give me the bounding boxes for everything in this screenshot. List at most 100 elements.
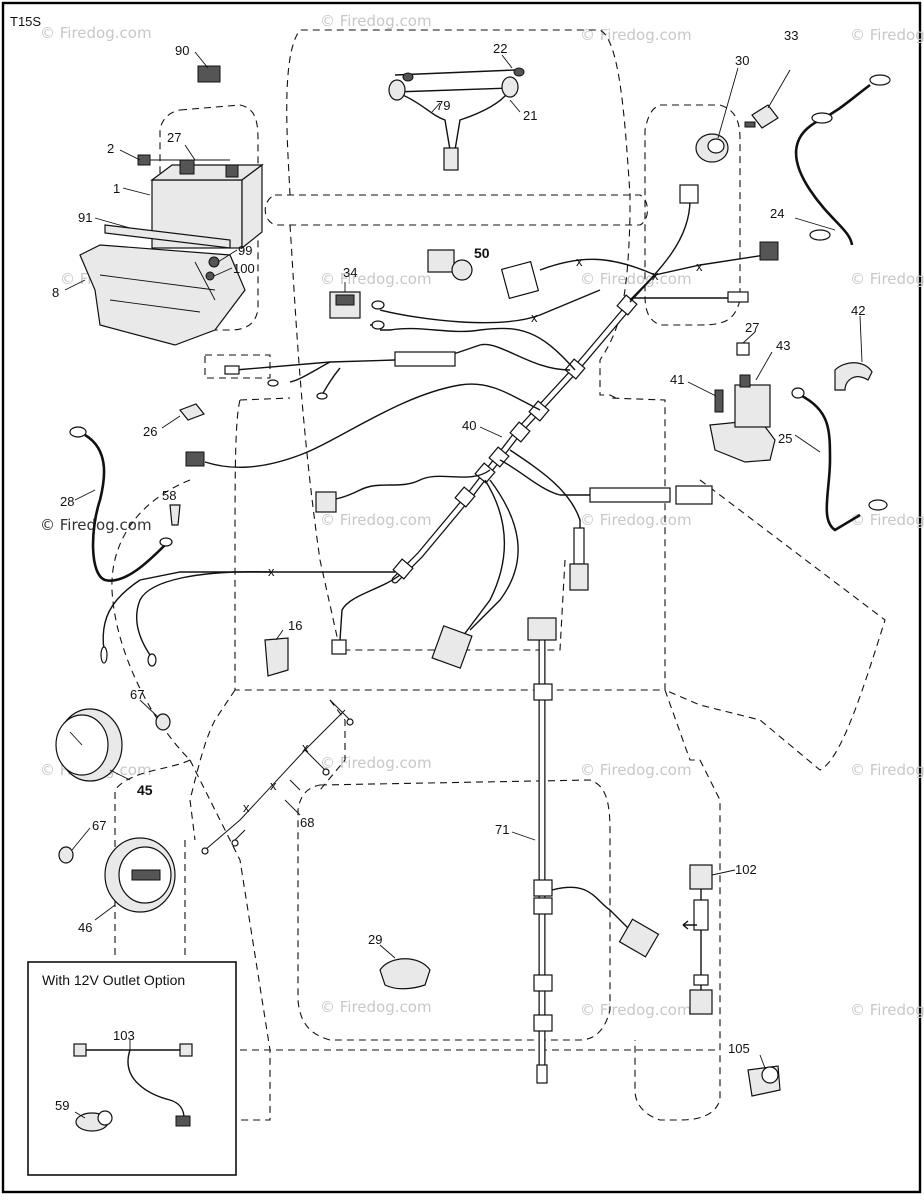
callout-26: 26 <box>143 424 157 439</box>
leader-line <box>717 67 739 139</box>
harness-branch <box>459 479 506 641</box>
connector <box>693 974 709 986</box>
bolt-head <box>137 154 151 166</box>
terminal <box>346 718 354 726</box>
leader-line <box>64 279 86 291</box>
bottom-outline <box>664 689 700 761</box>
push-button <box>451 259 473 281</box>
wire-71-harness <box>527 617 660 1084</box>
harness-clip <box>533 683 553 701</box>
key-blade <box>744 121 756 128</box>
harness-clip <box>509 421 531 443</box>
harness-clip <box>533 974 553 992</box>
leader-line <box>509 99 521 113</box>
connector <box>443 147 459 171</box>
terminal <box>231 839 239 847</box>
switch-block <box>427 249 455 273</box>
bracket-part <box>197 65 221 83</box>
leader-line <box>119 149 141 161</box>
spacer <box>736 342 750 356</box>
outlet-socket <box>97 1110 113 1126</box>
seat-deck-outline <box>264 194 649 226</box>
callout-102: 102 <box>735 862 757 877</box>
connector <box>331 639 347 655</box>
terminal <box>267 379 279 387</box>
headlight-bulb <box>388 79 406 101</box>
harness-branch <box>102 571 395 651</box>
leader-line <box>217 249 238 263</box>
callout-58: 58 <box>162 488 176 503</box>
ring-terminal <box>868 499 888 511</box>
ignition-switch-face <box>707 138 725 154</box>
tie-marker: x <box>531 310 538 325</box>
leader-line <box>184 144 196 161</box>
callout-25: 25 <box>778 431 792 446</box>
callout-67: 67 <box>130 687 144 702</box>
gauge-parts <box>55 504 781 1097</box>
terminal <box>316 392 328 400</box>
connector <box>315 491 337 513</box>
leader-line <box>501 54 513 69</box>
connector <box>727 291 749 303</box>
leader-line <box>109 769 131 781</box>
callout-27: 27 <box>167 130 181 145</box>
harness-branch <box>204 699 351 851</box>
bulb-socket <box>402 72 414 82</box>
main-harness <box>102 199 766 656</box>
inset-12v-outlet: With 12V Outlet Option <box>27 961 237 1176</box>
tie-marker: x <box>268 564 275 579</box>
leader-line <box>431 102 441 113</box>
watermark: © Firedog.com <box>580 270 692 288</box>
frame-outline <box>234 397 666 691</box>
harness-branch <box>539 258 656 276</box>
cable-28 <box>84 433 166 582</box>
callout-2: 2 <box>107 141 114 156</box>
tie-marker: x <box>652 268 659 283</box>
callout-30: 30 <box>735 53 749 68</box>
connector <box>679 184 699 204</box>
right-side-outline <box>644 104 741 326</box>
wire-68-harness <box>201 699 354 855</box>
callout-46: 46 <box>78 920 92 935</box>
harness-branch <box>380 327 576 371</box>
screw-58 <box>169 504 181 526</box>
hood-outline <box>286 29 631 401</box>
ring-terminal <box>869 74 891 86</box>
callout-45: 45 <box>137 782 153 798</box>
tray-rib <box>99 261 216 313</box>
leader-line <box>479 426 503 438</box>
watermark: © Firedog.com <box>320 511 432 529</box>
rear-fender-outline <box>189 689 236 841</box>
rear-fender-outline <box>664 479 886 771</box>
nut <box>58 846 74 864</box>
leader-line <box>511 831 536 841</box>
inset-box <box>27 961 237 1176</box>
leader-line <box>711 869 736 876</box>
connector <box>500 260 540 300</box>
watermark: © Firedog.com <box>320 998 432 1016</box>
callout-24: 24 <box>770 206 784 221</box>
tie-marker: x <box>576 254 583 269</box>
fuse <box>179 403 205 421</box>
connector <box>73 1043 87 1057</box>
ring-terminal <box>69 426 87 438</box>
connector <box>175 1115 191 1127</box>
callout-103: 103 <box>113 1028 135 1043</box>
bottom-outline <box>634 759 721 1121</box>
callout-16: 16 <box>288 618 302 633</box>
terminal-boot <box>834 362 873 391</box>
harness-clip <box>533 897 553 915</box>
bottom-outline <box>319 699 346 791</box>
callout-42: 42 <box>851 303 865 318</box>
leader-line <box>742 331 756 344</box>
callout-68: 68 <box>300 815 314 830</box>
harness-branch <box>136 571 271 656</box>
inset-title: With 12V Outlet Option <box>42 972 185 988</box>
harness-clip <box>454 486 476 508</box>
harness-branch <box>629 254 766 303</box>
bolt <box>714 389 724 413</box>
harness-branch <box>551 886 631 931</box>
solenoid-post <box>739 374 751 388</box>
leader-line <box>755 351 773 381</box>
